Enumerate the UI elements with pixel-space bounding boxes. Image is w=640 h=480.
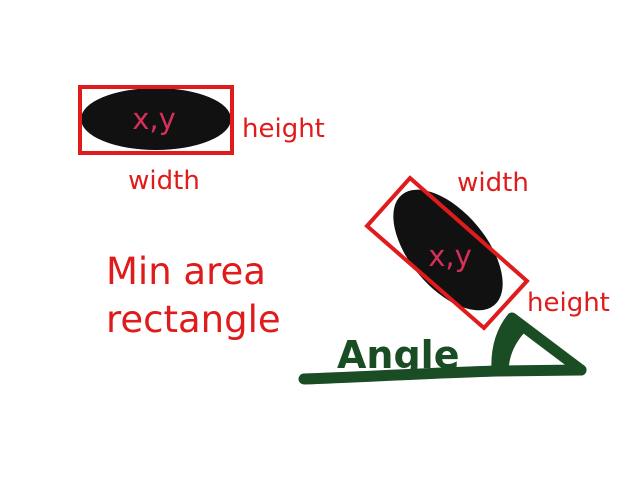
- angle-wedge-stroke: [491, 312, 587, 377]
- title-line-1: Min area: [106, 250, 266, 293]
- upright-bounding-rect: [78, 85, 234, 155]
- angle-group: Angle: [298, 312, 587, 385]
- title-line-2: rectangle: [106, 298, 281, 341]
- rotated-center-label: x,y: [428, 239, 472, 273]
- angle-label: Angle: [337, 333, 459, 377]
- upright-width-label: width: [128, 166, 200, 196]
- title-group: Min area rectangle: [106, 250, 281, 341]
- rotated-ellipse: [393, 189, 503, 311]
- rotated-bounding-rect: [364, 175, 530, 331]
- upright-ellipse: [81, 88, 231, 150]
- angle-wedge-fill: [500, 323, 525, 366]
- upright-center-label: x,y: [132, 102, 176, 136]
- upright-rectangle-group: x,y width height: [78, 85, 325, 196]
- rotated-width-label: width: [457, 168, 529, 198]
- rotated-height-label: height: [527, 288, 610, 318]
- angle-baseline-stroke: [298, 364, 587, 385]
- upright-height-label: height: [242, 114, 325, 144]
- rotated-rectangle-group: x,y width height: [364, 168, 610, 331]
